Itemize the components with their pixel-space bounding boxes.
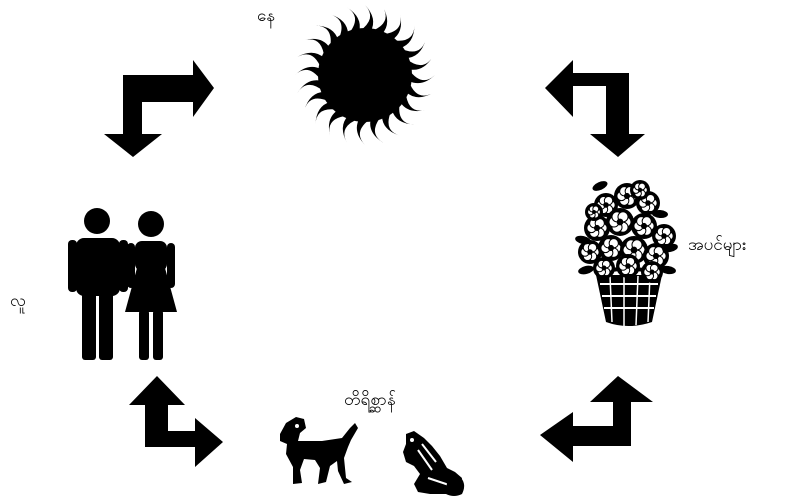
flowers-label: အပင်များ [688, 237, 746, 254]
sun-icon [295, 5, 435, 145]
sun-ray [295, 67, 321, 81]
flower-head [606, 208, 634, 236]
woman-icon [125, 211, 177, 360]
people-label: လူ [10, 293, 26, 310]
arrow-sun-to-flowers [545, 60, 645, 157]
chipmunk-icon [403, 431, 464, 496]
man-icon [68, 208, 128, 360]
sun-ray [409, 69, 435, 83]
flower-head [593, 257, 615, 279]
leaf [591, 179, 609, 193]
flower-head [641, 261, 663, 283]
arrow-animals-to-people [129, 376, 223, 467]
flower-head [585, 203, 603, 221]
sun-label: နေ [257, 8, 275, 25]
leaf [577, 264, 594, 276]
dog-icon [280, 417, 358, 484]
arrow-flowers-to-animals [540, 376, 653, 462]
animals-label: တိရိစ္ဆာန် [344, 392, 396, 409]
flower-head [616, 254, 640, 278]
arrow-people-to-sun [104, 60, 214, 157]
flower-basket-icon [574, 179, 678, 326]
sun-ray [359, 5, 373, 31]
flower-head [630, 180, 650, 200]
sun-ray [357, 119, 371, 145]
